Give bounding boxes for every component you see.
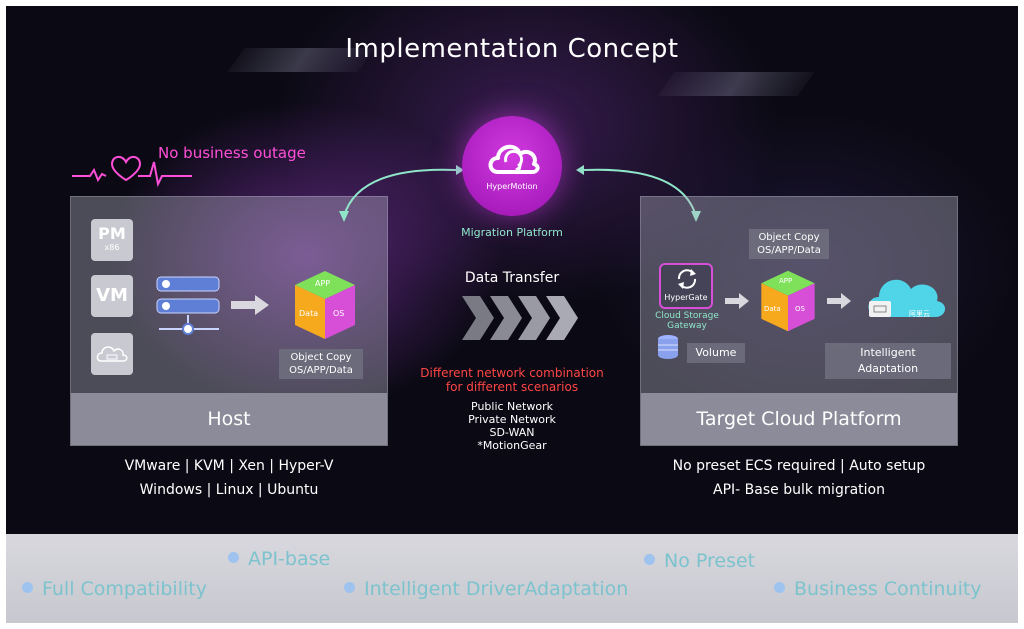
host-object-copy-line2: OS/APP/Data (289, 365, 353, 376)
vm-tile: VM (91, 275, 133, 317)
target-object-copy-line2: OS/APP/Data (757, 245, 821, 256)
network-list: Public Network Private Network SD-WAN *M… (426, 400, 598, 452)
target-cube-top: APP (779, 277, 793, 285)
target-object-copy-line1: Object Copy (758, 232, 820, 243)
aliyun-cloud-text: 阿里云 (909, 310, 930, 318)
gateway-label-line1: Cloud Storage (655, 311, 719, 321)
bullet-dot (22, 582, 33, 593)
target-features-line1: No preset ECS required | Auto setup (672, 458, 926, 474)
feature-item: Intelligent DriverAdaptation (344, 578, 628, 600)
feature-label: No Preset (664, 550, 756, 572)
target-object-copy-label: Object Copy OS/APP/Data (749, 229, 829, 259)
no-outage-label: No business outage (158, 144, 306, 162)
network-item: Private Network (468, 413, 556, 426)
network-desc-line2: for different scenarios (445, 380, 579, 394)
feature-item: Full Compatibility (22, 578, 207, 600)
host-footer: Host (71, 393, 387, 445)
feature-item: API-base (228, 548, 330, 570)
arrow-right-icon (725, 293, 749, 309)
hypermotion-logo: HyperMotion (462, 116, 562, 216)
pm-tile: PM x86 (91, 219, 133, 261)
hypergate-sync-icon (677, 269, 697, 289)
feature-label: Business Continuity (794, 578, 982, 600)
title-banner-right (657, 72, 815, 96)
target-features-line2: API- Base bulk migration (713, 482, 885, 498)
migration-platform-label: Migration Platform (461, 226, 563, 239)
host-platforms-line2: Windows | Linux | Ubuntu (139, 482, 319, 498)
page-title: Implementation Concept (345, 34, 679, 64)
host-object-copy-line1: Object Copy (290, 352, 352, 363)
database-icon (658, 335, 678, 359)
feature-item: No Preset (644, 550, 755, 572)
feature-label: Intelligent DriverAdaptation (364, 578, 629, 600)
network-desc-line1: Different network combination (420, 366, 604, 380)
target-cube: APP Data OS (759, 269, 817, 333)
feature-label: Full Compatibility (42, 578, 207, 600)
feature-label: API-base (248, 548, 331, 570)
target-panel: Object Copy OS/APP/Data HyperGate Cloud … (640, 196, 958, 446)
hypermotion-logo-text: HyperMotion (486, 182, 538, 191)
diagram-canvas: Implementation Concept No business outag… (6, 6, 1018, 623)
host-cube-top: APP (315, 279, 331, 288)
network-item: SD-WAN (489, 426, 535, 439)
host-object-copy-label: Object Copy OS/APP/Data (279, 349, 363, 379)
network-item: *MotionGear (477, 439, 547, 452)
hypermotion-cloud-icon (488, 144, 540, 174)
heartbeat-icon (72, 156, 192, 188)
bullet-dot (344, 582, 355, 593)
hypergate-label: HyperGate (664, 293, 708, 302)
hypergate-box: HyperGate (659, 263, 713, 309)
host-cube-left: Data (299, 309, 319, 318)
bullet-dot (644, 554, 655, 565)
pm-label: PM (98, 224, 126, 243)
host-panel: PM x86 VM (70, 196, 388, 446)
gateway-label-line2: Gateway (667, 321, 707, 331)
server-stack-icon (156, 276, 220, 335)
volume-label: Volume (687, 343, 745, 363)
aliyun-cloud-icon (868, 279, 946, 317)
host-platforms-line1: VMware | KVM | Xen | Hyper-V (124, 458, 334, 474)
bullet-dot (774, 582, 785, 593)
feature-item: Business Continuity (774, 578, 982, 600)
arrow-right-icon (827, 293, 851, 309)
host-cube: APP Data OS (293, 269, 357, 341)
vm-label: VM (96, 285, 128, 306)
target-cube-left: Data (764, 305, 781, 313)
network-item: Public Network (471, 400, 553, 413)
features-strip: API-base No Preset Full Compatibility In… (6, 534, 1018, 623)
left-curved-arrow (339, 165, 464, 222)
chevron-arrows-icon (462, 296, 578, 340)
cloud-server-icon (91, 333, 133, 375)
arrow-right-icon (231, 295, 269, 315)
target-footer: Target Cloud Platform (641, 393, 957, 445)
target-cube-right: OS (795, 305, 805, 313)
bullet-dot (228, 552, 239, 563)
right-curved-arrow (576, 165, 701, 222)
data-transfer-label: Data Transfer (464, 270, 560, 286)
pm-sub-label: x86 (104, 243, 120, 252)
intelligent-adaptation-label: Intelligent Adaptation (825, 343, 951, 379)
host-cube-right: OS (333, 309, 345, 318)
